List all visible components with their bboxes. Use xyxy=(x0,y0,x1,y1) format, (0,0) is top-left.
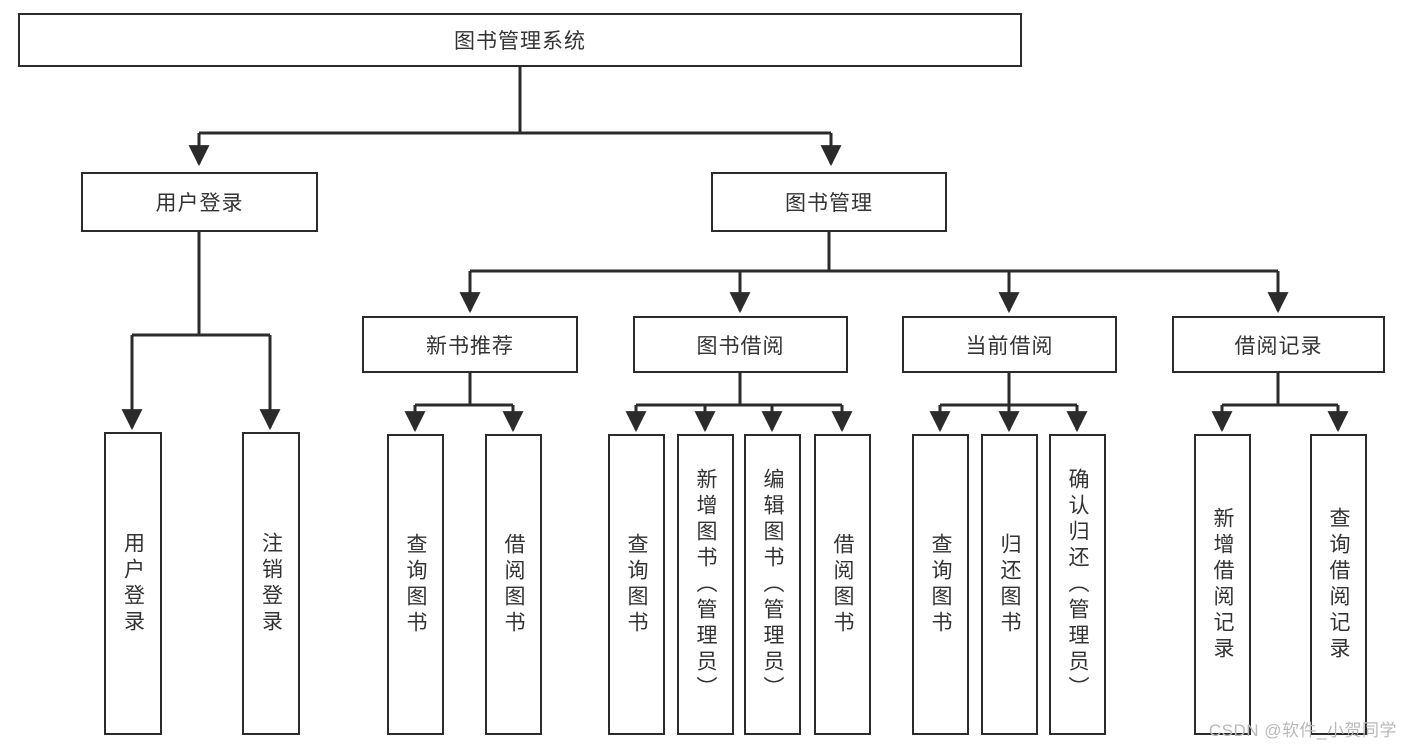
leaf-edit-book-admin[interactable]: 编辑图书（管理员） xyxy=(744,434,801,735)
node-label: 图书借阅 xyxy=(696,334,785,358)
node-label: 当前借阅 xyxy=(965,334,1054,358)
leaf-query-book-borrow[interactable]: 查询图书 xyxy=(608,434,665,735)
node-label: 归还图书 xyxy=(998,532,1021,637)
leaf-confirm-return-admin[interactable]: 确认归还（管理员） xyxy=(1049,434,1106,735)
node-label: 新书推荐 xyxy=(426,334,514,358)
node-label: 确认归还（管理员） xyxy=(1066,467,1089,702)
leaf-user-login[interactable]: 用户登录 xyxy=(104,432,162,735)
node-root-system[interactable]: 图书管理系统 xyxy=(18,13,1022,67)
node-label: 注销登录 xyxy=(259,531,283,636)
node-book-management[interactable]: 图书管理 xyxy=(711,172,947,232)
node-label: 借阅图书 xyxy=(831,532,854,637)
leaf-return-book[interactable]: 归还图书 xyxy=(981,434,1038,735)
leaf-query-borrow-record[interactable]: 查询借阅记录 xyxy=(1310,434,1367,735)
leaf-borrow-book[interactable]: 借阅图书 xyxy=(814,434,871,735)
leaf-query-book-recommend[interactable]: 查询图书 xyxy=(387,434,444,735)
node-label: 图书管理 xyxy=(785,192,873,215)
node-current-borrow[interactable]: 当前借阅 xyxy=(902,316,1117,373)
leaf-add-book-admin[interactable]: 新增图书（管理员） xyxy=(677,434,734,735)
node-label: 编辑图书（管理员） xyxy=(761,467,784,702)
node-label: 查询图书 xyxy=(625,532,648,637)
leaf-add-borrow-record[interactable]: 新增借阅记录 xyxy=(1194,434,1251,735)
node-label: 查询图书 xyxy=(929,532,952,637)
leaf-query-book-current[interactable]: 查询图书 xyxy=(912,434,969,735)
node-label: 新增图书（管理员） xyxy=(694,467,717,702)
node-label: 新增借阅记录 xyxy=(1211,506,1234,663)
node-book-borrow[interactable]: 图书借阅 xyxy=(633,316,848,373)
node-label: 用户登录 xyxy=(155,192,244,215)
node-label: 用户登录 xyxy=(121,531,145,636)
node-label: 借阅记录 xyxy=(1234,334,1323,358)
node-borrow-record[interactable]: 借阅记录 xyxy=(1172,316,1385,373)
node-new-book-recommend[interactable]: 新书推荐 xyxy=(362,316,578,373)
node-label: 图书管理系统 xyxy=(454,30,586,53)
node-user-login[interactable]: 用户登录 xyxy=(81,172,318,232)
watermark-text: CSDN @软件_小贺同学 xyxy=(1208,721,1397,740)
node-label: 查询借阅记录 xyxy=(1327,506,1350,663)
node-label: 借阅图书 xyxy=(502,532,525,637)
leaf-borrow-book-recommend[interactable]: 借阅图书 xyxy=(485,434,542,735)
node-label: 查询图书 xyxy=(404,532,427,637)
leaf-logout[interactable]: 注销登录 xyxy=(242,432,300,735)
